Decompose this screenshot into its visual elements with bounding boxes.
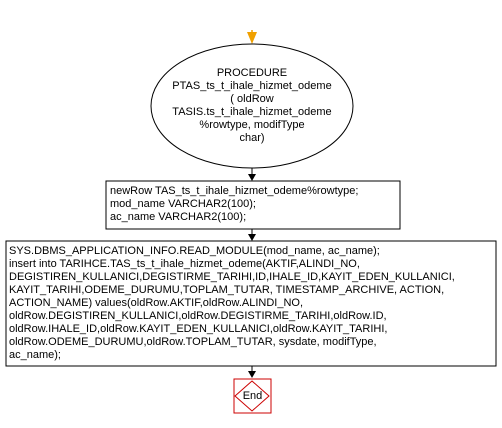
- body-line: insert into TARIHCE.TAS_ts_t_ihale_hizme…: [9, 258, 360, 270]
- body-line: ac_name);: [9, 349, 61, 361]
- body-block: [5, 240, 497, 367]
- declare-line: mod_name VARCHAR2(100);: [110, 198, 256, 210]
- procedure-line: %rowtype, modifType: [199, 119, 305, 131]
- procedure-start-label: PROCEDURE PTAS_ts_t_ihale_hizmet_odeme (…: [152, 67, 352, 145]
- body-line: oldRow.ODEME_DURUMU,oldRow.TOPLAM_TUTAR,…: [9, 336, 377, 348]
- connector-declare-to-body: [248, 229, 256, 241]
- declare-line: ac_name VARCHAR2(100);: [110, 211, 247, 223]
- body-line: oldRow.DEGISTIREN_KULLANICI,oldRow.DEGIS…: [9, 310, 387, 322]
- start-arrow: [247, 30, 257, 44]
- body-block-text: SYS.DBMS_APPLICATION_INFO.READ_MODULE(mo…: [9, 245, 495, 362]
- body-line: SYS.DBMS_APPLICATION_INFO.READ_MODULE(mo…: [9, 245, 380, 257]
- procedure-line: ( oldRow: [230, 93, 274, 105]
- procedure-line: PTAS_ts_t_ihale_hizmet_odeme: [172, 80, 332, 92]
- body-line: ACTION_NAME) values(oldRow.AKTIF,oldRow.…: [9, 297, 304, 309]
- end-node-diamond: [234, 380, 270, 412]
- end-node-label: End: [242, 390, 263, 402]
- declare-line: newRow TAS_ts_t_ihale_hizmet_odeme%rowty…: [110, 185, 359, 197]
- body-line: oldRow.IHALE_ID,oldRow.KAYIT_EDEN_KULLAN…: [9, 323, 388, 335]
- connector-start-to-declare: [248, 168, 256, 181]
- procedure-line: char): [239, 132, 265, 144]
- body-line: DEGISTIREN_KULLANICI,DEGISTIRME_TARIHI,I…: [9, 271, 455, 283]
- connector-body-to-end: [248, 366, 256, 378]
- procedure-line: TASIS.ts_t_ihale_hizmet_odeme: [172, 106, 332, 118]
- procedure-line: PROCEDURE: [216, 67, 288, 79]
- body-line: KAYIT_TARIHI,ODEME_DURUMU,TOPLAM_TUTAR, …: [9, 284, 445, 296]
- declare-block-text: newRow TAS_ts_t_ihale_hizmet_odeme%rowty…: [110, 185, 398, 224]
- declare-block: [105, 180, 401, 230]
